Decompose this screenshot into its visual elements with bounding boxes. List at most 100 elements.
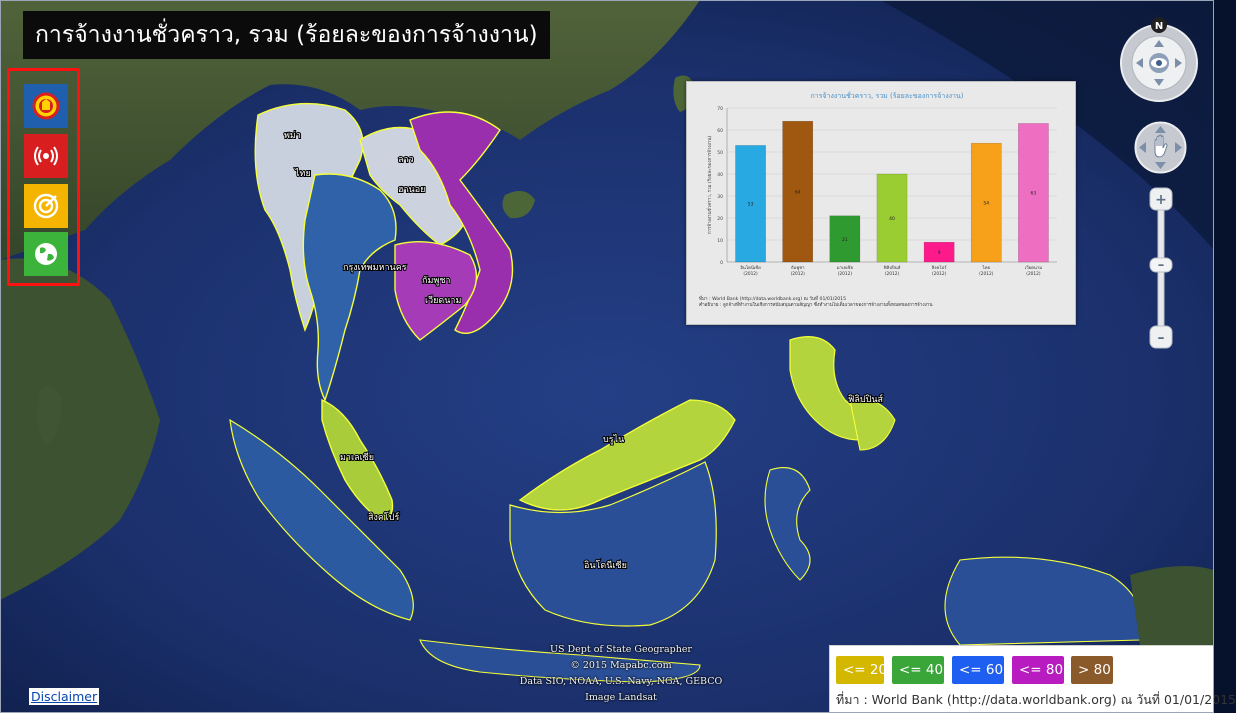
zoom-thumb[interactable]	[1149, 257, 1173, 273]
bar-value-label: 21	[842, 237, 848, 243]
zoom-slider[interactable]: + – –	[1147, 185, 1175, 351]
x-tick-year: (2012)	[932, 271, 947, 277]
bar	[829, 215, 861, 263]
legend-item-le60: <= 60	[952, 656, 1004, 684]
chart-title: การจ้างงานชั่วคราว, รวม (ร้อยละของการจ้า…	[811, 91, 964, 100]
target-button[interactable]	[24, 184, 68, 228]
chart-source: ที่มา : World Bank (http://data.worldban…	[699, 297, 1065, 309]
map-label-laos: ลาว	[398, 155, 414, 165]
land-island-west	[37, 386, 62, 445]
x-tick-year: (2012)	[838, 271, 853, 277]
look-control[interactable]: N	[1118, 17, 1200, 104]
chart-note-line: คำอธิบาย : ลูกจ้างที่ทำงานในเชิงการสนับส…	[699, 303, 933, 308]
y-tick-label: 40	[717, 172, 723, 178]
asean-button[interactable]	[24, 84, 68, 128]
x-tick-label: ไทย	[982, 265, 991, 271]
map-label-thailand-north: ไทย	[294, 168, 311, 179]
x-tick-year: (2012)	[791, 271, 806, 277]
bar	[735, 145, 766, 263]
asean-emblem-icon	[32, 92, 60, 120]
globe-button[interactable]	[24, 232, 68, 276]
y-tick-label: 50	[717, 150, 723, 156]
country-malaysia-peninsula[interactable]	[321, 398, 394, 521]
x-tick-label: กัมพูชา	[791, 265, 805, 271]
country-indonesia-borneo[interactable]	[509, 461, 717, 627]
map-label-indonesia: อินโดนีเซีย	[584, 560, 627, 571]
bar-value-label: 53	[748, 202, 754, 208]
map-label-singapore: สิงคโปร์	[368, 511, 399, 523]
country-indonesia-sumatra[interactable]	[229, 418, 414, 621]
map-label-cambodia: กัมพูชา	[422, 276, 450, 286]
map-label-philippines: ฟิลิปปินส์	[848, 393, 883, 405]
bar-value-label: 54	[983, 201, 989, 207]
map-title: การจ้างงานชั่วคราว, รวม (ร้อยละของการจ้า…	[23, 11, 550, 59]
zoom-out-button[interactable]	[1149, 325, 1173, 349]
bar-chart: การจ้างงานชั่วคราว, รวม (ร้อยละของการจ้า…	[706, 91, 1057, 277]
country-malaysia-borneo[interactable]	[518, 399, 736, 511]
x-tick-label: สิงคโปร์	[931, 264, 947, 271]
imagery-credits: US Dept of State Geographer © 2015 Mapab…	[496, 642, 746, 706]
y-axis-label: การจ้างงานชั่วคราว, รวม (ร้อยละของการจ้า…	[706, 136, 713, 235]
legend-item-le80: <= 80	[1012, 656, 1064, 684]
country-thailand[interactable]	[302, 173, 397, 402]
legend: <= 20 <= 40 <= 60 <= 80 > 80 ที่มา : Wor…	[829, 645, 1236, 712]
bar	[923, 241, 955, 263]
data-source: ที่มา : World Bank (http://data.worldban…	[836, 692, 1236, 707]
bar-value-label: 40	[889, 216, 895, 222]
y-tick-label: 70	[717, 106, 723, 112]
x-tick-label: เวียดนาม	[1025, 265, 1043, 271]
x-tick-label: อินโดนีเซีย	[740, 264, 761, 271]
chart-panel: การจ้างงานชั่วคราว, รวม (ร้อยละของการจ้า…	[686, 81, 1076, 325]
bar	[970, 142, 1002, 263]
y-tick-label: 30	[717, 194, 723, 200]
country-indonesia-java[interactable]	[419, 639, 701, 683]
globe-icon	[35, 243, 57, 265]
country-vietnam[interactable]	[409, 111, 514, 334]
country-indonesia-sulawesi[interactable]	[764, 466, 811, 581]
disclaimer-link[interactable]: Disclaimer	[29, 688, 100, 705]
bar	[876, 173, 908, 263]
country-cambodia[interactable]	[394, 240, 478, 341]
map-label-malaysia: มาเลเซีย	[340, 452, 374, 463]
x-tick-year: (2012)	[1026, 271, 1041, 277]
y-tick-label: 20	[717, 216, 723, 222]
bar	[1018, 123, 1049, 263]
legend-item-le40: <= 40	[892, 656, 944, 684]
zoom-level-icon: –	[1158, 258, 1165, 273]
broadcast-icon	[34, 146, 58, 166]
x-tick-label: มาเลเซีย	[837, 265, 854, 271]
bar	[782, 120, 814, 263]
zoom-in-button[interactable]	[1149, 187, 1173, 211]
bar-value-label: 63	[1031, 191, 1037, 197]
zoom-out-icon: –	[1158, 330, 1165, 346]
land-india	[0, 258, 160, 600]
land-png	[1130, 566, 1214, 645]
bar-value-label: 9	[938, 250, 941, 256]
bar-value-label: 64	[795, 190, 801, 196]
credit-line: Data SIO, NOAA, U.S. Navy, NGA, GEBCO	[519, 676, 723, 687]
legend-item-le20: <= 20	[836, 656, 887, 684]
credit-line: Image Landsat	[585, 692, 657, 703]
target-icon	[33, 193, 59, 219]
y-tick-label: 0	[720, 260, 723, 266]
x-tick-year: (2012)	[979, 271, 994, 277]
map-label-hanoi: ฮานอย	[398, 185, 425, 195]
legend-item-gt80: > 80	[1071, 656, 1113, 684]
x-tick-year: (2012)	[885, 271, 900, 277]
x-tick-label: ฟิลิปปินส์	[883, 265, 901, 271]
credit-line: US Dept of State Geographer	[550, 644, 692, 655]
pan-control[interactable]	[1133, 120, 1188, 175]
x-tick-year: (2012)	[743, 271, 758, 277]
land-hainan	[502, 191, 535, 219]
y-tick-label: 10	[717, 238, 723, 244]
country-philippines-mindanao[interactable]	[849, 398, 896, 451]
broadcast-button[interactable]	[24, 134, 68, 178]
map-label-vietnam-south: เวียดนาม	[425, 295, 461, 306]
zoom-in-icon: +	[1155, 192, 1167, 208]
chart-source-line: ที่มา : World Bank (http://data.worldban…	[699, 297, 847, 302]
land-china	[0, 0, 700, 260]
tool-panel	[7, 68, 80, 286]
north-indicator[interactable]: N	[1155, 21, 1163, 32]
y-tick-label: 60	[717, 128, 723, 134]
map-label-bangkok: กรุงเทพมหานคร	[343, 263, 407, 273]
